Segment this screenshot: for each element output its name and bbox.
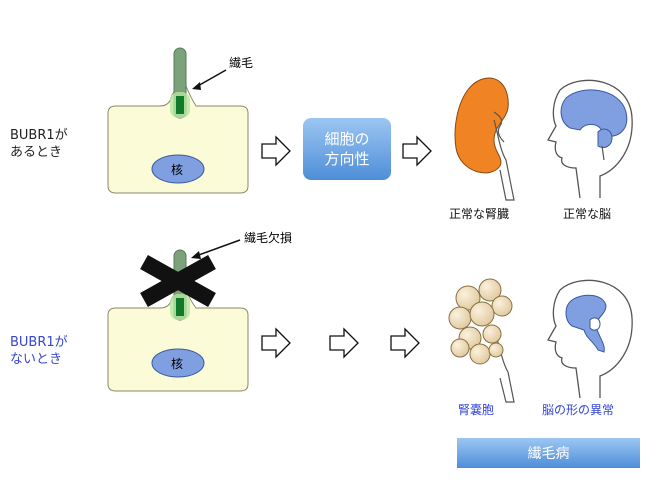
- cilium-pointer-arrow: [195, 69, 227, 88]
- cell-body: [107, 289, 249, 392]
- right-arrow-icon: [329, 327, 359, 359]
- nucleus-label: 核: [171, 163, 184, 177]
- caption-normal-kidney: 正常な腎臓: [449, 207, 510, 221]
- cilium-defect-label: 繊毛欠損: [244, 231, 293, 245]
- nucleus-label: 核: [171, 357, 184, 371]
- right-arrow-icon: [402, 135, 432, 167]
- row-label-with-bubr1: BUBR1が あるとき: [10, 128, 68, 160]
- right-arrow-icon: [261, 327, 291, 359]
- nucleus: [151, 348, 205, 378]
- cilium-label: 繊毛: [229, 56, 254, 70]
- ciliopathy-label: 繊毛病: [527, 446, 570, 462]
- ciliopathy-box: [457, 438, 640, 468]
- caption-normal-brain: 正常な脳: [563, 207, 612, 221]
- normal-kidney-icon: [454, 77, 515, 201]
- cilium-pointer-arrowhead: [192, 82, 201, 90]
- right-arrow-icon: [261, 135, 291, 167]
- x-mark-icon: [140, 255, 216, 307]
- cell-without-cilium: [107, 239, 249, 392]
- cilium-base: [176, 298, 184, 316]
- cystic-kidney-icon: [448, 278, 515, 403]
- cell-with-cilium: [107, 47, 249, 194]
- caption-abnormal-brain: 脳の形の異常: [542, 403, 615, 417]
- cell-body: [107, 85, 249, 194]
- cell-polarity-box: [303, 118, 391, 180]
- row-label-without-bubr1: BUBR1が ないとき: [10, 335, 68, 367]
- cilium-defect-pointer-arrow: [195, 239, 241, 257]
- normal-brain-icon: [547, 79, 633, 199]
- nucleus: [151, 154, 205, 184]
- caption-cystic-kidney: 腎嚢胞: [458, 403, 495, 417]
- cilium-defect-pointer-arrowhead: [191, 251, 201, 259]
- cell-polarity-label: 細胞の 方向性: [324, 130, 370, 168]
- cilium-base: [176, 96, 184, 114]
- right-arrow-icon: [390, 327, 420, 359]
- abnormal-brain-icon: [547, 279, 633, 399]
